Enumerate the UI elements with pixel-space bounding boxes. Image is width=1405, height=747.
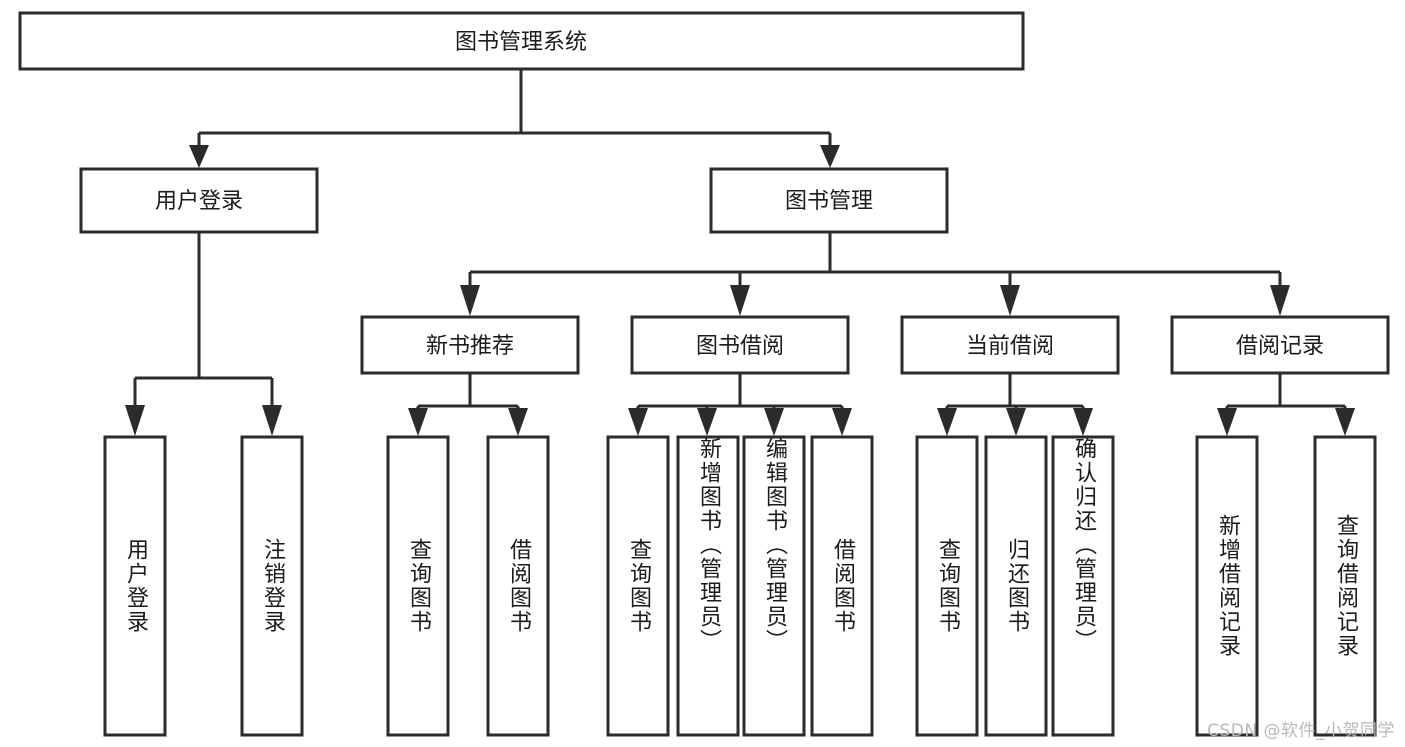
node-box-new-book-recommend[interactable] (360, 315, 580, 375)
node-box-current-borrow[interactable] (900, 315, 1120, 375)
connector-group-new-book-to-leaves (408, 373, 528, 436)
arrow-head-cb-3 (1073, 408, 1093, 436)
arrow-head-bb-1 (628, 408, 648, 436)
node-box-book-borrow[interactable] (630, 315, 850, 375)
leaf-box-current-borrow-2[interactable] (984, 435, 1048, 737)
arrow-head-nb-2 (508, 408, 528, 436)
arrow-head-book-manage (820, 145, 840, 168)
arrow-head-cb-1 (937, 408, 957, 436)
arrow-head-nb-1 (408, 408, 428, 436)
leaf-box-user-login-1[interactable] (103, 435, 167, 737)
leaf-box-book-borrow-1[interactable] (606, 435, 670, 737)
leaf-box-user-login-2[interactable] (240, 435, 304, 737)
leaf-box-new-book-1[interactable] (386, 435, 450, 737)
arrow-head-current-borrow (1000, 285, 1020, 316)
connector-group-current-borrow-to-leaves (937, 373, 1093, 436)
node-label-user-login: 用户登录 (155, 189, 243, 214)
arrow-head-bb-3 (764, 408, 784, 436)
arrow-head-new-book (460, 285, 480, 316)
node-box-user-login[interactable] (79, 167, 319, 234)
arrow-head-br-1 (1217, 408, 1237, 436)
leaf-box-current-borrow-3[interactable] (1051, 435, 1115, 737)
connector-group-root-to-level2 (189, 69, 840, 168)
leaf-box-current-borrow-1[interactable] (915, 435, 979, 737)
arrow-head-leaf-user-login (125, 405, 145, 436)
node-label-book-borrow: 图书借阅 (696, 334, 784, 359)
csdn-watermark: CSDN @软件_小贺同学 (1207, 721, 1395, 741)
connector-group-borrow-record-to-leaves (1217, 373, 1355, 436)
leaf-box-new-book-2[interactable] (486, 435, 550, 737)
leaf-box-borrow-record-1[interactable] (1195, 435, 1259, 737)
arrow-head-cb-2 (1006, 408, 1026, 436)
arrow-head-bb-2 (697, 408, 717, 436)
leaf-box-book-borrow-2[interactable] (676, 435, 740, 737)
node-label-new-book-recommend: 新书推荐 (426, 334, 514, 359)
connector-group-book-borrow-to-leaves (628, 373, 852, 436)
arrow-head-br-2 (1335, 408, 1355, 436)
leaf-box-book-borrow-3[interactable] (742, 435, 806, 737)
arrow-head-bb-4 (832, 408, 852, 436)
node-label-borrow-record: 借阅记录 (1236, 334, 1324, 359)
node-box-book-manage[interactable] (709, 167, 949, 234)
arrow-head-book-borrow (730, 285, 750, 316)
node-box-root[interactable] (18, 11, 1025, 71)
connector-group-user-login-to-leaves (125, 232, 282, 436)
node-box-borrow-record[interactable] (1170, 315, 1390, 375)
connector-group-book-manage-to-level3 (460, 232, 1290, 316)
leaf-box-book-borrow-4[interactable] (810, 435, 874, 737)
arrow-head-borrow-record (1270, 285, 1290, 316)
arrow-head-leaf-logout (262, 405, 282, 436)
leaf-box-borrow-record-2[interactable] (1313, 435, 1377, 737)
arrow-head-user-login (189, 145, 209, 168)
node-label-book-manage: 图书管理 (785, 189, 873, 214)
node-label-root: 图书管理系统 (455, 30, 587, 55)
node-label-current-borrow: 当前借阅 (966, 334, 1054, 359)
